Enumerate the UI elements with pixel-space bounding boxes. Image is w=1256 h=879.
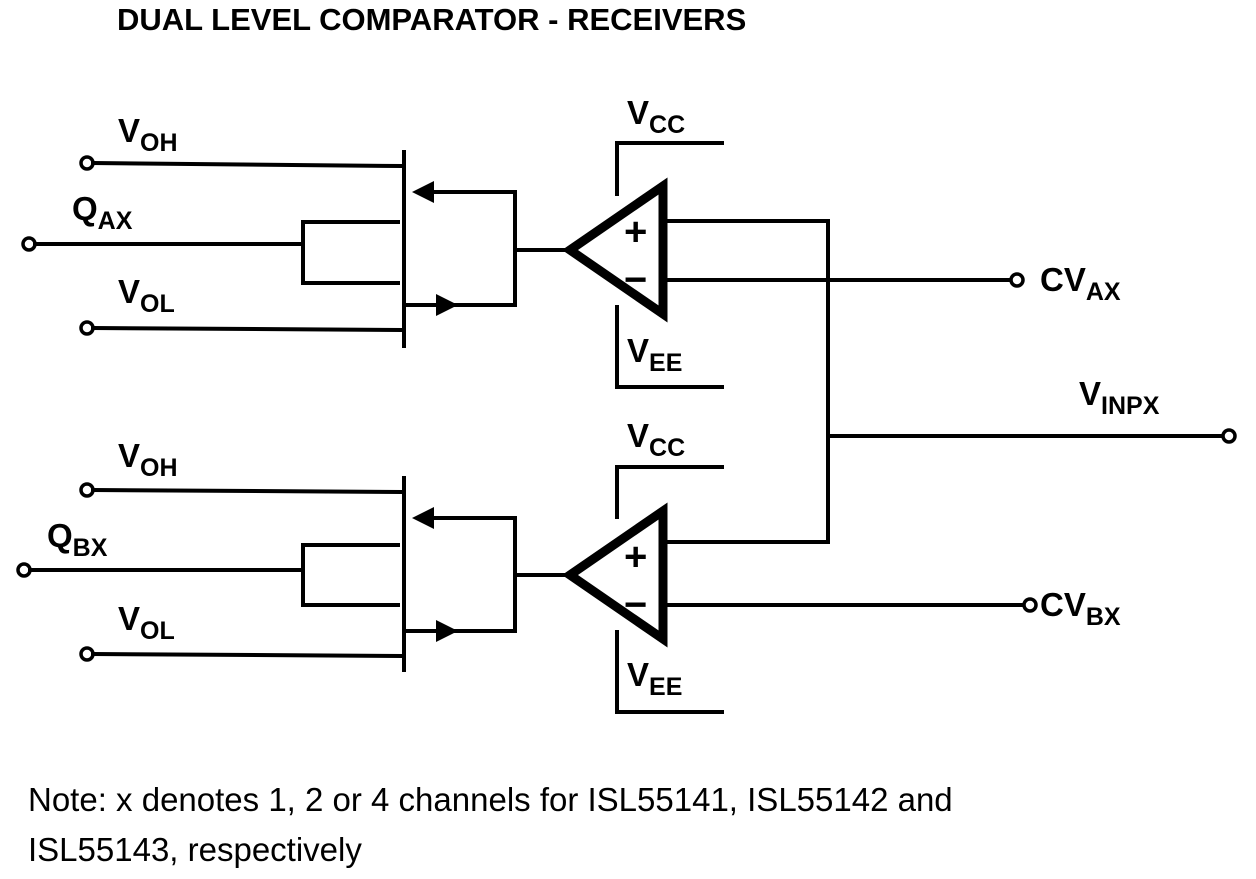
channel-b: VOH QBX VOL VCC VEE + − C <box>16 417 1121 714</box>
vee-b-rail <box>615 630 724 714</box>
vinpx-terminal <box>1221 428 1237 444</box>
note-line-2: ISL55143, respectively <box>28 831 362 868</box>
vol-b-label: VOL <box>118 600 175 645</box>
qax-label: QAX <box>72 190 133 235</box>
comparator-b-minus: − <box>624 583 647 627</box>
arrow-in-icon <box>412 507 434 529</box>
cvax-terminal <box>1009 272 1025 288</box>
note-line-1: Note: x denotes 1, 2 or 4 channels for I… <box>28 781 953 818</box>
arrow-out-icon <box>436 620 458 642</box>
vol-a-wire <box>90 325 403 333</box>
vinpx-label: VINPX <box>1079 375 1160 420</box>
voh-b-label: VOH <box>118 437 178 482</box>
diagram-title: DUAL LEVEL COMPARATOR - RECEIVERS <box>117 2 746 37</box>
cvbx-terminal <box>1022 597 1038 613</box>
vcc-a-rail <box>615 141 724 196</box>
vol-a-label: VOL <box>118 273 175 318</box>
comparator-a-plus: + <box>624 210 647 254</box>
comparator-b-plus: + <box>624 535 647 579</box>
voh-b-wire <box>90 487 403 495</box>
comparator-a-triangle-icon <box>562 177 668 323</box>
voh-a-label: VOH <box>118 112 178 157</box>
comparator-a-minus: − <box>624 258 647 302</box>
plus-a-to-vinp-wire <box>661 219 830 544</box>
cvax-label: CVAX <box>1040 261 1121 306</box>
vcc-a-label: VCC <box>627 94 685 139</box>
channel-a: VOH QAX VOL VCC VEE + − C <box>21 94 1121 544</box>
arrow-in-icon <box>412 181 434 203</box>
comparator-b-triangle-icon <box>562 502 668 648</box>
vcc-b-label: VCC <box>627 417 685 462</box>
vol-b-wire <box>90 651 403 659</box>
vee-b-label: VEE <box>627 656 682 701</box>
vee-a-rail <box>615 305 724 389</box>
arrow-out-icon <box>436 294 458 316</box>
vcc-b-rail <box>615 465 724 519</box>
qbx-label: QBX <box>47 517 108 562</box>
cvbx-label: CVBX <box>1040 586 1121 631</box>
voh-a-wire <box>90 160 403 169</box>
vee-a-label: VEE <box>627 332 682 377</box>
